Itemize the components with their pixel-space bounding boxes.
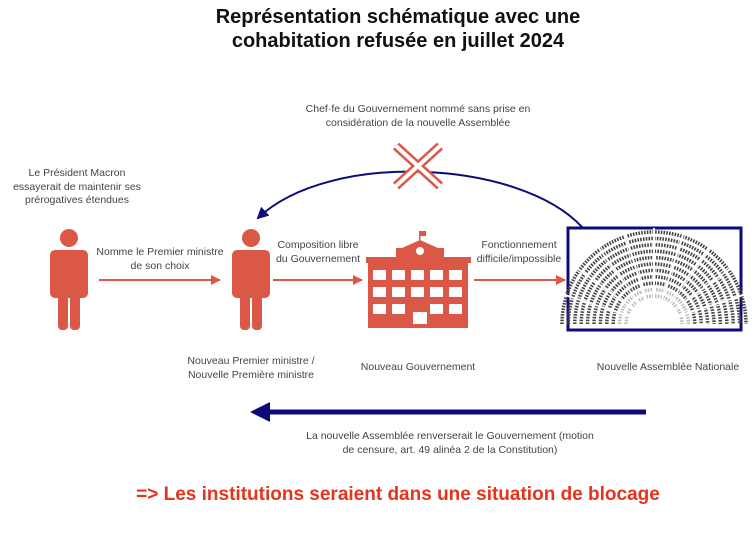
president-line-3: prérogatives étendues (25, 194, 129, 206)
person-icon-prime-minister (232, 229, 270, 330)
building-window (373, 270, 386, 280)
curved-arrow (256, 170, 583, 228)
building-window (449, 304, 462, 314)
building-window (373, 304, 386, 314)
building-window (430, 287, 443, 297)
fonct-line-1: Fonctionnement (481, 239, 557, 251)
building-door (413, 312, 427, 324)
compo-line-1: Composition libre (277, 239, 359, 251)
censure-line-1: La nouvelle Assemblée renverserait le Go… (306, 430, 594, 442)
president-annotation: Le Président Macron essayerait de mainte… (2, 167, 152, 208)
aisle (575, 266, 635, 311)
pm-line-2: Nouvelle Première ministre (187, 368, 315, 381)
building-window (430, 270, 443, 280)
chef-line-1: Chef·fe du Gouvernement nommé sans prise… (305, 103, 531, 115)
conclusion: => Les institutions seraient dans une si… (136, 484, 660, 505)
censure-line-2: de censure, art. 49 alinéa 2 de la Const… (342, 443, 558, 456)
building-window (411, 270, 424, 280)
seat-row (579, 249, 729, 325)
aisle (562, 293, 631, 318)
president-line-2: essayerait de maintenir ses (13, 180, 141, 193)
building-window (411, 287, 424, 297)
aisle (673, 266, 733, 311)
building-window (430, 304, 443, 314)
seat-row (566, 236, 742, 325)
nomme-line-2: de son choix (130, 259, 190, 272)
building-window (392, 304, 405, 314)
assemblee-label: Nouvelle Assemblée Nationale (596, 361, 740, 373)
title-line-2: cohabitation refusée en juillet 2024 (231, 30, 565, 52)
building-icon (366, 231, 471, 328)
fonctionnement-label: Fonctionnement difficile/impossible (469, 239, 569, 266)
nomme-line-1: Nomme le Premier ministre (96, 246, 224, 258)
building-window (449, 287, 462, 297)
pm-label: Nouveau Premier ministre / Nouvelle Prem… (171, 355, 331, 382)
cross-icon (392, 142, 444, 190)
aisle (677, 293, 746, 318)
chef-line-2: considération de la nouvelle Assemblée (325, 116, 511, 129)
aisle (623, 232, 648, 301)
censure-label: La nouvelle Assemblée renverserait le Go… (280, 430, 620, 457)
building-window (449, 270, 462, 280)
person-icon-president (50, 229, 88, 330)
fonct-line-2: difficile/impossible (476, 252, 562, 265)
composition-label: Composition libre du Gouvernement (268, 239, 368, 266)
pm-line-1: Nouveau Premier ministre / (187, 355, 315, 367)
seat-row (611, 281, 697, 325)
aisle (660, 232, 685, 301)
seat-row (624, 294, 684, 325)
chef-annotation: Chef·fe du Gouvernement nommé sans prise… (268, 103, 568, 130)
building-window (373, 287, 386, 297)
president-line-1: Le Président Macron (28, 167, 126, 179)
hemicycle-icon (560, 228, 748, 325)
seat-row (592, 262, 716, 325)
building-window (392, 270, 405, 280)
title-line-1: Représentation schématique avec une (215, 6, 581, 28)
aisle (596, 245, 641, 305)
nomme-label: Nomme le Premier ministre de son choix (90, 246, 230, 273)
building-window (392, 287, 405, 297)
gouvernement-label: Nouveau Gouvernement (360, 361, 476, 373)
compo-line-2: du Gouvernement (275, 252, 361, 265)
aisle (667, 245, 712, 305)
